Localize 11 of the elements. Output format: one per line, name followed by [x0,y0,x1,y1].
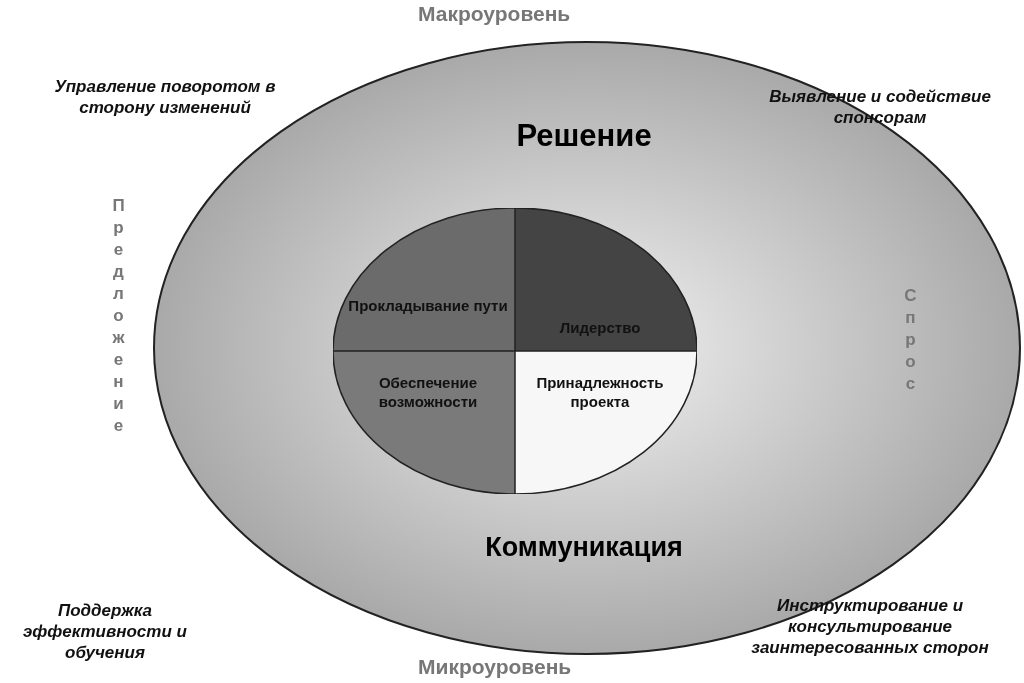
level-label: Макроуровень [418,2,571,26]
vertical-label: Предложение [108,196,128,438]
quadrant-label: Обеспечение возможности [377,373,479,411]
quadrant-label: Прокладывание пути [347,296,509,315]
level-label: Микроуровень [418,655,572,679]
note-text: Поддержка эффективности и обучения [22,600,188,663]
ellipse-heading: Решение [515,118,653,154]
ellipse-heading: Коммуникация [484,532,684,563]
quadrant-label: Принадлежность проекта [535,373,665,411]
vertical-label: Спрос [900,286,920,396]
note-text: Управление поворотом в сторону изменений [53,76,277,118]
